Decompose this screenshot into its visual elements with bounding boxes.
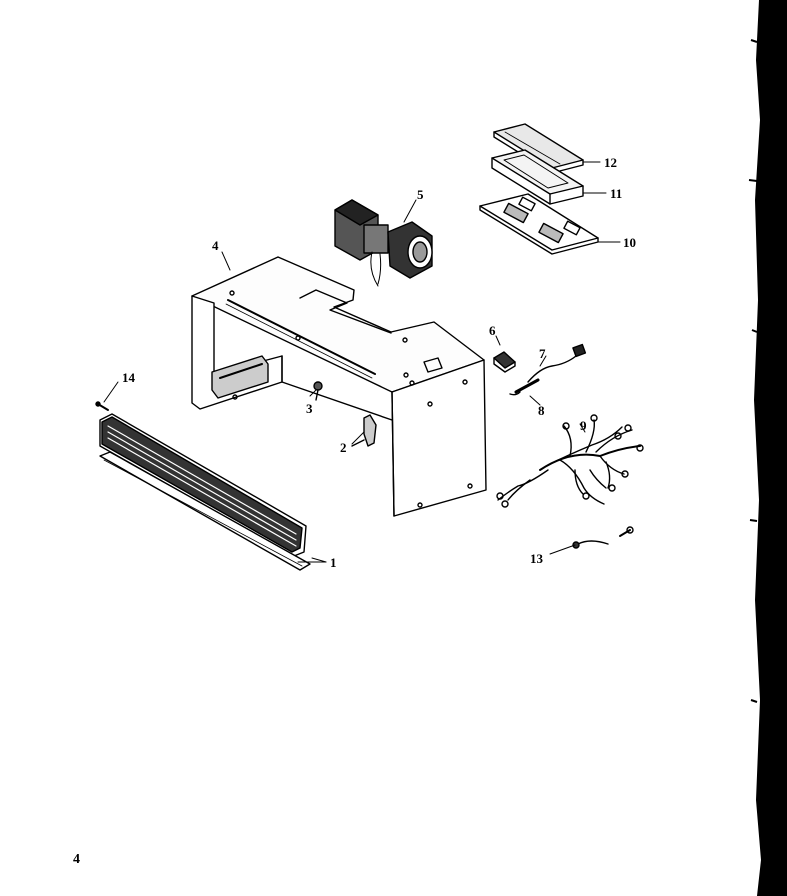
- part-13-jumper-wires: [572, 526, 634, 549]
- part-3-screw: [313, 381, 323, 401]
- callout-4: 4: [212, 238, 219, 253]
- leader-lines: [103, 161, 621, 563]
- part-9-wire-harness: [496, 414, 644, 508]
- scan-edge: [748, 0, 787, 896]
- part-6-switch: [493, 351, 516, 373]
- callout-13: 13: [530, 551, 544, 566]
- part-2-clip: [351, 414, 377, 447]
- callout-8: 8: [538, 403, 545, 418]
- callout-3: 3: [306, 401, 313, 416]
- callout-6: 6: [489, 323, 496, 338]
- callout-7: 7: [539, 346, 546, 361]
- callout-14: 14: [122, 370, 136, 385]
- callout-2: 2: [340, 440, 347, 455]
- part-7-power-cord: [527, 343, 587, 383]
- callout-11: 11: [610, 186, 622, 201]
- part-4-housing: [191, 256, 487, 517]
- callout-1: 1: [330, 555, 337, 570]
- part-10-base-plate: [479, 193, 599, 255]
- part-1-front-grille: [99, 413, 311, 571]
- callout-10: 10: [623, 235, 636, 250]
- callout-12: 12: [604, 155, 617, 170]
- callout-5: 5: [417, 187, 424, 202]
- page-number: 4: [73, 852, 80, 867]
- part-14-fastener: [95, 401, 109, 411]
- part-5-blower-motor: [334, 199, 433, 287]
- part-8-probe: [509, 378, 540, 396]
- callout-9: 9: [580, 418, 587, 433]
